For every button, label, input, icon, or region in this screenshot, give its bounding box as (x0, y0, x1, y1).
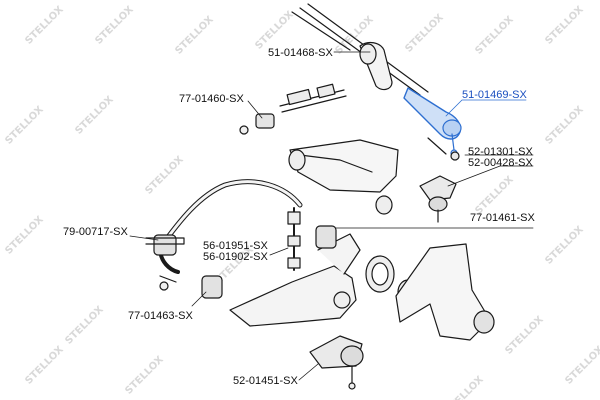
part-label-52-01301[interactable]: 52-01301-SX (468, 146, 533, 158)
part-label-56-01951[interactable]: 56-01951-SX (203, 240, 268, 252)
cotter-pin (427, 137, 460, 161)
tie-rod-end-highlighted[interactable] (403, 87, 462, 157)
part-label-51-01469[interactable]: 51-01469-SX (462, 89, 527, 101)
part-label-51-01468[interactable]: 51-01468-SX (268, 47, 333, 59)
leader-77-01460 (247, 100, 263, 119)
part-label-52-00428[interactable]: 52-00428-SX (468, 157, 533, 169)
leader-lines (129, 51, 534, 381)
stabilizer-link[interactable] (287, 207, 301, 271)
upper-control-arm[interactable] (288, 139, 399, 215)
lower-arm-bushings[interactable] (159, 225, 337, 299)
part-label-77-01461[interactable]: 77-01461-SX (470, 212, 535, 224)
stabilizer-bushing[interactable] (145, 234, 185, 256)
part-label-56-01902[interactable]: 56-01902-SX (203, 251, 268, 263)
upper-ball-joint[interactable] (419, 175, 457, 223)
part-label-52-01451[interactable]: 52-01451-SX (233, 375, 298, 387)
steering-knuckle (365, 243, 495, 341)
steering-rod-assembly (291, 3, 429, 96)
part-label-79-00717[interactable]: 79-00717-SX (63, 226, 128, 238)
lower-control-arm[interactable] (229, 233, 361, 327)
part-label-77-01460[interactable]: 77-01460-SX (179, 93, 244, 105)
lower-ball-joint[interactable] (309, 335, 364, 390)
leader-52-01451 (298, 363, 319, 381)
upper-arm-shaft[interactable] (239, 83, 347, 135)
leader-51-01469 (445, 99, 527, 117)
leader-52-00428 (447, 165, 534, 187)
leader-77-01463 (191, 291, 207, 307)
leader-56-01951 (269, 247, 289, 256)
leader-79-00717 (129, 235, 159, 241)
part-label-77-01463[interactable]: 77-01463-SX (128, 310, 193, 322)
